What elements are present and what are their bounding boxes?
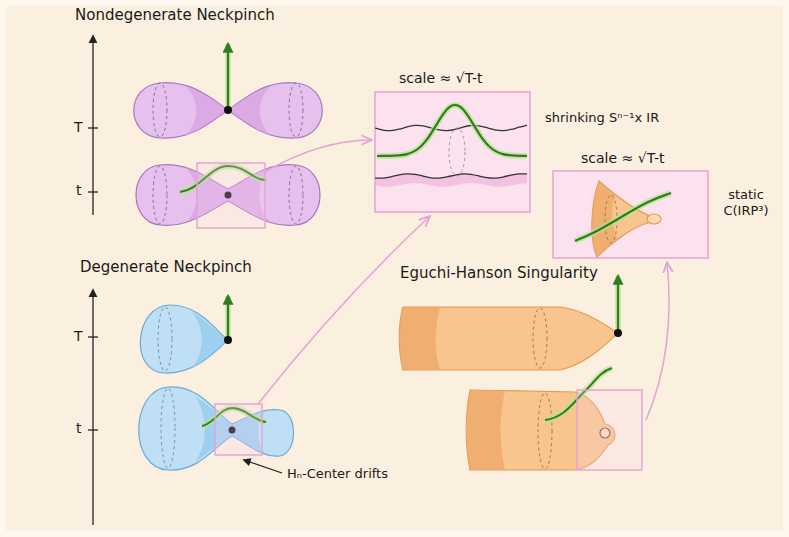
zoom-panel [553, 171, 708, 258]
cross-section [533, 308, 547, 368]
neckpinch-surface [139, 387, 294, 470]
green-glow [575, 193, 671, 241]
axis-tick [88, 336, 98, 337]
cross-section [161, 388, 175, 468]
time-axis [92, 290, 93, 525]
background-panel [6, 6, 783, 531]
zoom-box: scale ≈ √T-tshrinking Sⁿ⁻¹x IR [375, 92, 530, 212]
surface-shading [192, 312, 228, 368]
scale-label: scale ≈ √T-t [581, 150, 664, 167]
surface-shading [466, 390, 505, 470]
zoom-illustration [553, 171, 708, 258]
panel-title: Degenerate Neckpinch [80, 258, 252, 276]
zoom-window [197, 163, 265, 228]
surface-shading [195, 396, 265, 462]
zoom-arrow [265, 140, 372, 172]
panel-title: Eguchi-Hanson Singularity [400, 264, 598, 282]
panel-title: Nondegenerate Neckpinch [75, 6, 275, 24]
leader-arrow [244, 460, 282, 473]
cross-section [153, 166, 167, 224]
green-glow [377, 105, 527, 156]
zoom-window [577, 390, 642, 470]
zoom-panel [375, 92, 530, 212]
neckpinch-surface [140, 305, 228, 373]
cylinder-edge [375, 174, 527, 178]
curvature-profile [575, 193, 671, 241]
annotation: Hₙ-Center drifts [287, 466, 388, 482]
singular-point [224, 336, 232, 344]
axis-tick-label: t [76, 182, 82, 199]
bolt-tip [647, 214, 661, 224]
cross-section [153, 83, 167, 137]
axis-tick-label: t [76, 420, 82, 437]
green-glow [225, 296, 231, 338]
time-axis [92, 36, 93, 215]
singular-point [224, 106, 232, 114]
axis-tick-label: T [74, 119, 83, 136]
surface-shading [399, 307, 440, 370]
zoom-window [215, 404, 262, 455]
axis-tick [88, 429, 98, 430]
axis-tick [88, 127, 98, 128]
zoom-illustration [375, 92, 530, 212]
singularity-arrow [227, 296, 229, 338]
cross-section [449, 128, 465, 176]
axis-tick [88, 191, 98, 192]
green-glow [225, 44, 231, 108]
eguchi-hanson-surface [399, 307, 618, 370]
cross-section [289, 83, 303, 137]
singularity-arrow [227, 44, 229, 108]
axis-tick-label: T [74, 328, 83, 345]
cylinder-edge [375, 125, 527, 130]
singular-point [614, 329, 622, 337]
cross-section [289, 166, 303, 224]
green-glow [615, 276, 621, 331]
cross-section [538, 393, 552, 469]
model-label: shrinking Sⁿ⁻¹x IR [545, 110, 659, 126]
curvature-profile [377, 105, 527, 156]
singularity-arrow [617, 276, 619, 331]
shaded-band [375, 174, 527, 187]
scale-label: scale ≈ √T-t [399, 70, 482, 87]
zoom-box: scale ≈ √T-tstatic C(IRP³) [553, 171, 708, 258]
model-label: static C(IRP³) [716, 187, 776, 218]
cross-section [158, 307, 172, 371]
zoom-arrow [646, 262, 669, 420]
